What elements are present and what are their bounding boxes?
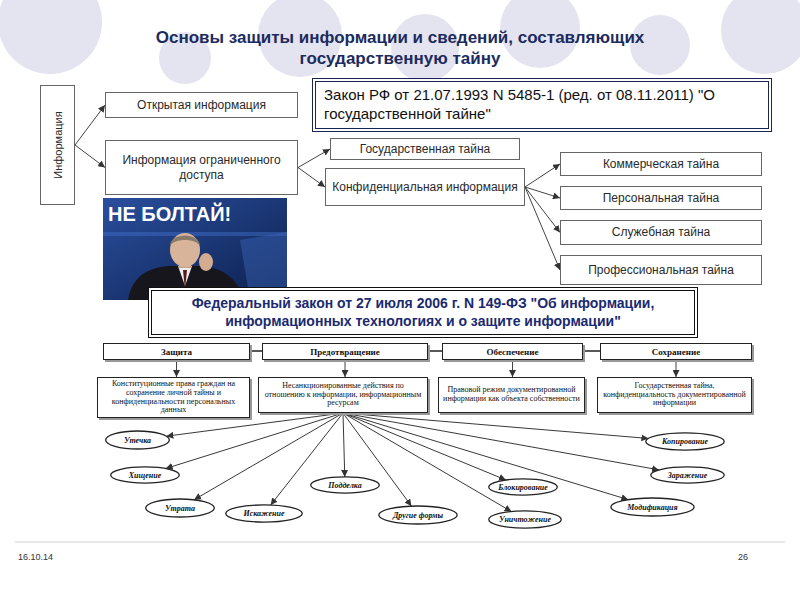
oval-shape — [379, 506, 457, 524]
node-text: Блокирование — [498, 483, 548, 492]
decor-circles — [0, 0, 800, 84]
threat-oval: Другие формы — [378, 505, 458, 525]
threat-oval: Уничтожение — [488, 510, 562, 529]
description-box: Государственная тайна, конфиденциальност… — [597, 377, 752, 413]
oval-shape — [226, 505, 302, 522]
connector-arrow — [298, 168, 325, 188]
oval-shape — [646, 433, 724, 450]
threat-oval: Модификация — [610, 497, 695, 517]
oval-shape — [311, 477, 380, 493]
oval-shape — [651, 467, 725, 483]
node-text: Федеральный закон от 27 июля 2006 г. N 1… — [160, 295, 686, 330]
connector-arrow — [176, 360, 177, 377]
node-text: Сохранение — [652, 347, 700, 357]
root-box: Информация — [40, 85, 75, 205]
node-text: Копирование — [662, 437, 708, 446]
footer-rule — [15, 542, 785, 543]
connector-arrow — [343, 413, 628, 500]
description-box: Правовой режим документированной информа… — [438, 377, 585, 413]
description-box: Несанкционированные действия по отношени… — [258, 377, 428, 413]
node-text: Несанкционированные действия по отношени… — [263, 382, 423, 408]
connector-arrow — [525, 187, 560, 270]
node-text: Закон РФ от 21.07.1993 N 5485-1 (ред. от… — [324, 86, 760, 124]
heading-box: Сохранение — [600, 343, 752, 360]
node-text: Модификация — [627, 503, 677, 512]
oval-shape — [106, 431, 170, 449]
category-box: Государственная тайна — [330, 138, 520, 160]
poster-slogan: НЕ БОЛТАЙ! — [108, 203, 231, 226]
node-text: Служебная тайна — [612, 225, 710, 239]
node-text: Искажение — [243, 509, 284, 518]
node-text: Хищение — [129, 471, 161, 480]
node-text: Защита — [161, 347, 192, 357]
threat-oval: Блокирование — [488, 478, 558, 496]
heading-box: Защита — [103, 343, 250, 360]
node-text: Утечка — [124, 436, 151, 445]
oval-shape — [111, 467, 180, 483]
connector-arrow — [343, 413, 345, 477]
poster-illustration — [103, 198, 287, 300]
connector-arrow — [343, 413, 511, 512]
connector-arrow — [298, 149, 330, 168]
node-text: Обеспечение — [487, 347, 539, 357]
threat-oval: Копирование — [645, 432, 725, 451]
threat-oval: Хищение — [110, 466, 180, 484]
category-box: Информация ограниченного доступа — [105, 140, 298, 195]
category-box: Персональная тайна — [560, 186, 762, 210]
node-text: Предотвращение — [310, 347, 380, 357]
node-text: Персональная тайна — [603, 191, 720, 205]
connector-arrow — [75, 145, 105, 168]
node-text: Другие формы — [393, 511, 443, 520]
node-text: Подделка — [328, 481, 361, 490]
slide-title: Основы защиты информации и сведений, сос… — [90, 27, 710, 70]
connector-arrow — [525, 164, 560, 187]
category-box: Конфиденциальная информация — [325, 168, 525, 206]
threat-oval: Заражение — [650, 466, 725, 484]
connector-arrow — [676, 360, 677, 377]
node-text: Информация ограниченного доступа — [112, 153, 291, 182]
node-text: Уничтожение — [499, 515, 551, 524]
node-text: Коммерческая тайна — [603, 157, 719, 171]
connector-arrow — [512, 360, 513, 377]
node-text: Государственная тайна, конфиденциальност… — [602, 382, 747, 408]
law-box: Закон РФ от 21.07.1993 N 5485-1 (ред. от… — [312, 78, 772, 132]
threat-oval: Утечка — [105, 430, 170, 450]
node-text: Правовой режим документированной информа… — [443, 386, 580, 404]
node-text: Заражение — [668, 471, 708, 480]
threat-oval: Искажение — [225, 504, 303, 523]
node-text: Информация — [52, 111, 64, 178]
connector-arrow — [345, 360, 346, 377]
node-text: Открытая информация — [137, 98, 266, 112]
connector-arrow — [525, 187, 560, 233]
oval-shape — [489, 479, 558, 495]
heading-box: Обеспечение — [442, 343, 583, 360]
category-box: Служебная тайна — [560, 220, 762, 245]
connector-arrow — [343, 413, 648, 438]
threat-oval: Утрата — [145, 498, 215, 518]
description-box: Конституционные права граждан на сохране… — [97, 377, 250, 418]
heading-box: Предотвращение — [262, 343, 428, 360]
connector-arrow — [75, 105, 105, 145]
category-box: Профессиональная тайна — [560, 255, 762, 285]
connector-arrow — [525, 187, 560, 198]
oval-shape — [611, 498, 694, 516]
law-box: Федеральный закон от 27 июля 2006 г. N 1… — [148, 287, 698, 338]
node-text: Государственная тайна — [360, 142, 491, 156]
slide-date: 16.10.14 — [18, 552, 53, 562]
slide-number: 26 — [738, 552, 748, 562]
oval-shape — [489, 511, 562, 528]
threat-oval: Подделка — [310, 476, 380, 494]
node-text: Профессиональная тайна — [588, 263, 734, 277]
node-text: Конституционные права граждан на сохране… — [102, 380, 245, 415]
node-text: Конфиденциальная информация — [332, 180, 517, 194]
connector-arrow — [166, 413, 343, 469]
node-text: Утрата — [165, 504, 195, 513]
oval-shape — [146, 499, 215, 517]
category-box: Открытая информация — [105, 92, 298, 118]
category-box: Коммерческая тайна — [560, 152, 762, 176]
